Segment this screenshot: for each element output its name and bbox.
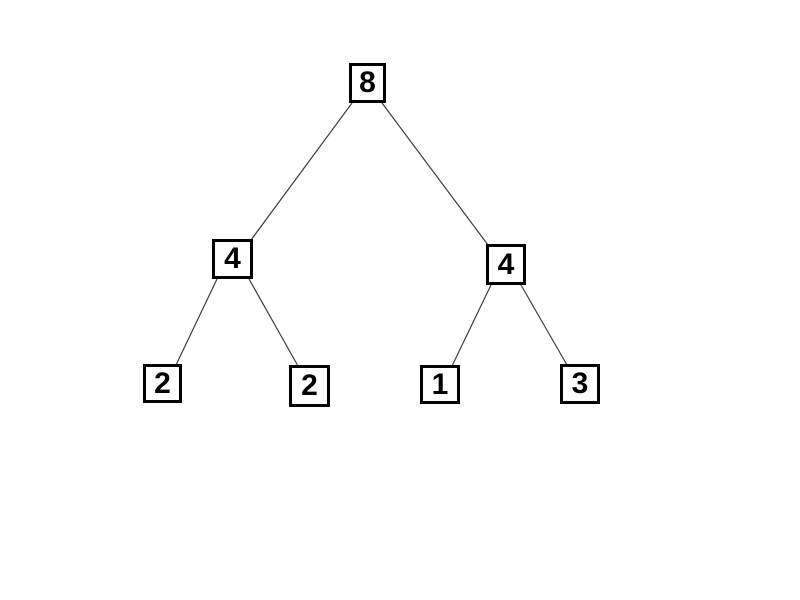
tree-node-left-left: 2 bbox=[143, 364, 182, 403]
tree-node-label: 2 bbox=[154, 366, 171, 400]
tree-edge-right-right-left bbox=[451, 284, 492, 367]
tree-edge-root-left bbox=[250, 102, 353, 241]
tree-node-label: 4 bbox=[497, 247, 515, 281]
tree-node-root: 8 bbox=[349, 63, 386, 103]
tree-node-right: 4 bbox=[486, 244, 526, 285]
tree-node-left-right: 2 bbox=[289, 365, 330, 407]
tree-node-label: 4 bbox=[224, 242, 241, 275]
tree-edge-root-right bbox=[381, 102, 489, 246]
tree-node-right-left: 1 bbox=[420, 365, 460, 404]
tree-edge-right-right-right bbox=[520, 284, 568, 366]
tree-node-label: 8 bbox=[359, 66, 376, 99]
tree-node-right-right: 3 bbox=[560, 364, 600, 404]
tree-node-label: 2 bbox=[301, 369, 318, 402]
tree-node-label: 1 bbox=[431, 367, 449, 401]
tree-node-label: 3 bbox=[571, 367, 589, 400]
tree-edge-left-left-right bbox=[248, 278, 299, 367]
tree-edge-left-left-left bbox=[175, 278, 218, 366]
tree-node-left: 4 bbox=[212, 239, 253, 279]
